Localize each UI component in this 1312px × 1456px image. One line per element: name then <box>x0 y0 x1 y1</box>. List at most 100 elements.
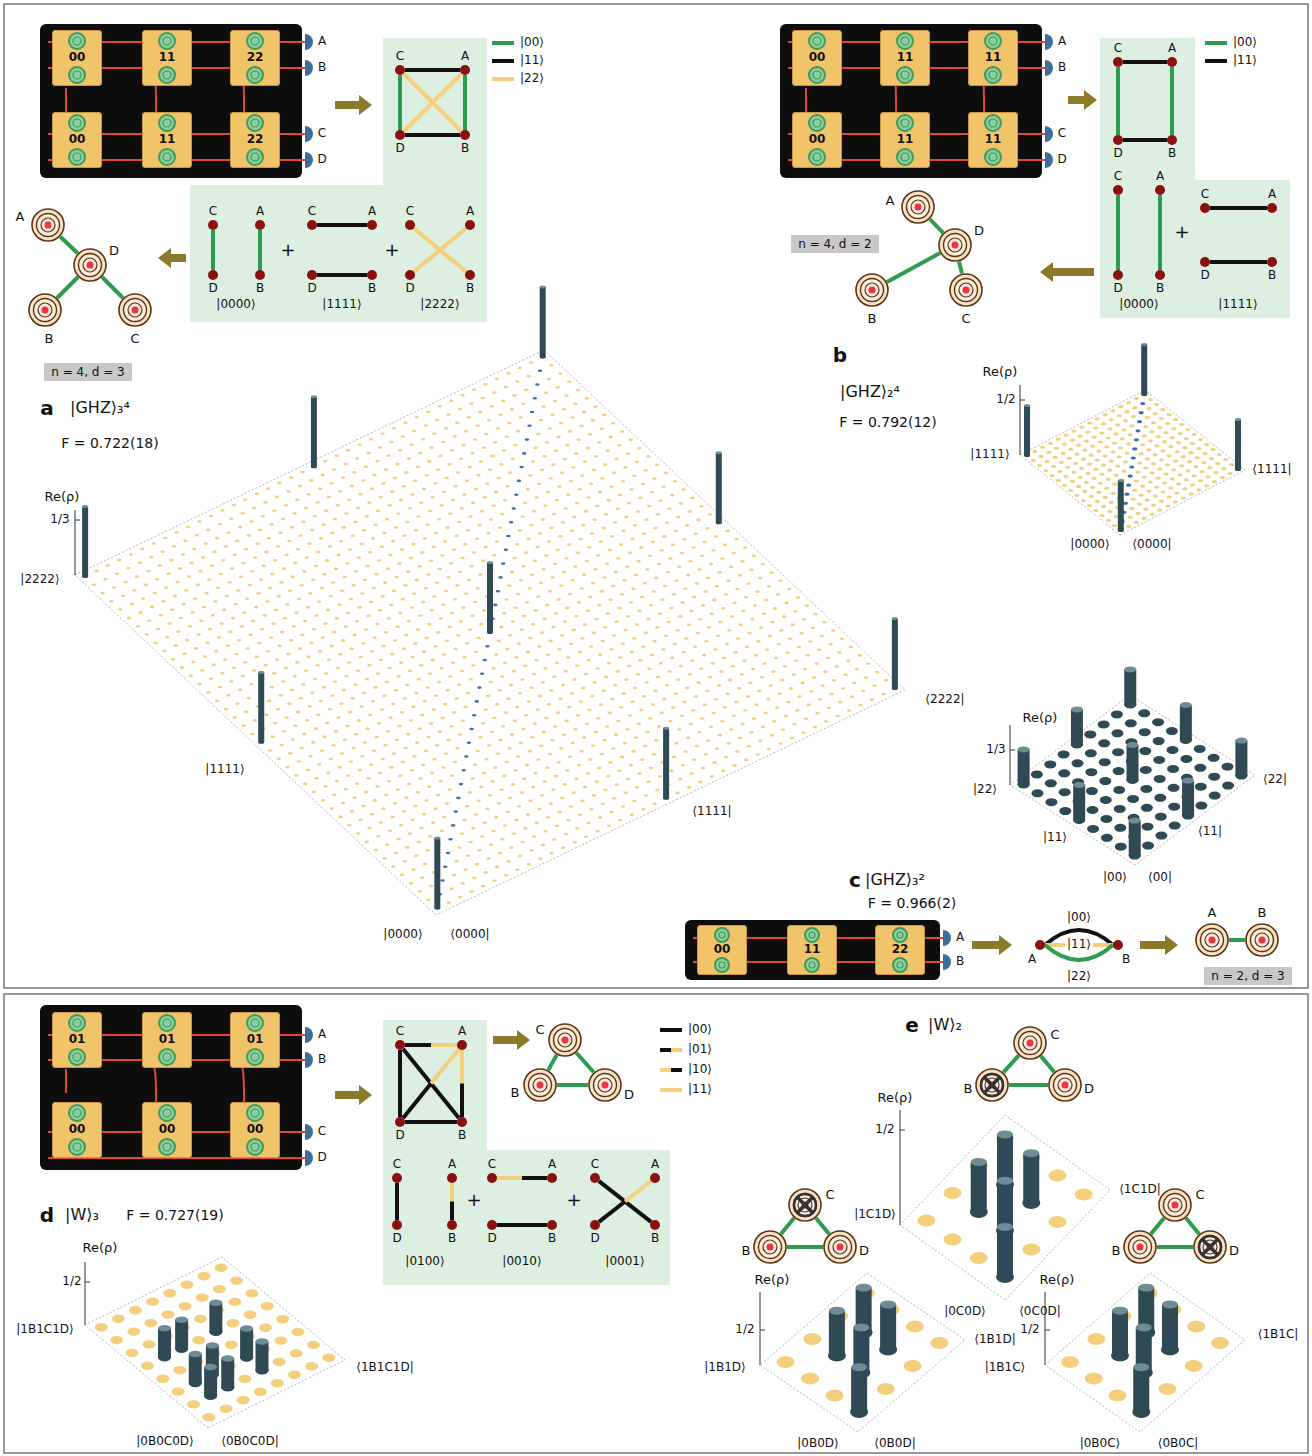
matrix-dot <box>358 443 362 446</box>
matrix-dot <box>473 601 477 604</box>
matrix-dot <box>457 846 461 849</box>
matrix-dot <box>1082 449 1087 452</box>
matrix-dot <box>523 827 527 830</box>
matrix-dot <box>152 542 156 545</box>
matrix-dot <box>619 706 623 709</box>
matrix-dot <box>1085 472 1090 475</box>
matrix-dot <box>1154 485 1159 488</box>
matrix-dot <box>1126 525 1131 528</box>
matrix-dot <box>740 673 744 676</box>
matrix-dot <box>310 529 314 532</box>
matrix-dot <box>388 554 392 557</box>
matrix-dot <box>700 717 704 720</box>
matrix-dot <box>419 501 423 504</box>
matrix-dot <box>582 574 586 577</box>
matrix-dot <box>271 736 275 739</box>
matrix-dot <box>617 769 621 772</box>
matrix-dot <box>533 722 537 725</box>
matrix-dot <box>314 614 318 617</box>
matrix-dot <box>478 736 482 739</box>
matrix-dot <box>300 471 304 474</box>
bar <box>663 728 669 798</box>
matrix-dot <box>218 686 222 689</box>
matrix-dot <box>1131 415 1136 418</box>
matrix-dot <box>776 593 780 596</box>
matrix-dot <box>584 510 588 513</box>
matrix-dot <box>520 516 524 519</box>
matrix-dot <box>232 504 236 507</box>
matrix-dot <box>689 723 693 726</box>
matrix-dot <box>543 830 547 833</box>
matrix-dot <box>518 529 522 532</box>
matrix-dot <box>644 794 648 797</box>
matrix-dot <box>322 686 326 689</box>
matrix-dot <box>431 821 435 824</box>
matrix-dot <box>267 700 271 703</box>
matrix-dot <box>117 559 121 562</box>
matrix-dot <box>208 628 212 631</box>
matrix-dot <box>285 554 289 557</box>
matrix-dot <box>303 620 307 623</box>
matrix-dot <box>749 568 753 571</box>
matrix-dot <box>597 441 601 444</box>
matrix-dot <box>738 737 742 740</box>
matrix-dot <box>775 706 779 709</box>
matrix-dot <box>601 689 605 692</box>
matrix-dot <box>718 621 722 624</box>
matrix-dot <box>571 466 575 469</box>
matrix-dot <box>1099 514 1104 517</box>
matrix-dot <box>820 635 824 638</box>
matrix-dot <box>679 502 683 505</box>
matrix-dot <box>1217 453 1222 456</box>
matrix-dot <box>393 477 397 480</box>
axis-tick <box>75 520 80 521</box>
matrix-dot <box>199 620 203 623</box>
matrix-dot <box>506 372 510 375</box>
matrix-dot <box>1146 407 1151 410</box>
matrix-dot <box>612 634 616 637</box>
bar-top <box>663 727 669 730</box>
matrix-dot <box>657 563 661 566</box>
matrix-dot <box>804 717 808 720</box>
matrix-dot <box>817 649 821 652</box>
matrix-dot <box>332 468 336 471</box>
matrix-dot <box>507 422 511 425</box>
matrix-dot <box>764 599 768 602</box>
matrix-dot <box>861 690 865 693</box>
matrix-dot <box>528 800 532 803</box>
matrix-dot <box>449 725 453 728</box>
matrix-dot <box>612 797 616 800</box>
matrix-dot <box>726 579 730 582</box>
matrix-dot <box>623 466 627 469</box>
matrix-dot <box>518 855 522 858</box>
matrix-dot <box>338 816 342 819</box>
matrix-dot <box>605 563 609 566</box>
matrix-dot <box>1128 433 1133 436</box>
matrix-dot <box>681 488 685 491</box>
matrix-dot <box>302 570 306 573</box>
matrix-dot <box>273 722 277 725</box>
matrix-dot <box>345 562 349 565</box>
matrix-dot <box>358 656 362 659</box>
matrix-dot <box>531 786 535 789</box>
matrix-dot <box>546 491 550 494</box>
matrix-dot <box>305 719 309 722</box>
flow-arrow <box>972 935 1012 955</box>
matrix-dot <box>546 816 550 819</box>
matrix-dot <box>423 863 427 866</box>
matrix-dot <box>478 573 482 576</box>
matrix-dot <box>1082 490 1087 493</box>
matrix-dot <box>354 733 358 736</box>
matrix-dot <box>333 681 337 684</box>
matrix-dot <box>392 752 396 755</box>
matrix-dot <box>178 567 182 570</box>
matrix-dot <box>690 497 694 500</box>
matrix-dot <box>253 556 257 559</box>
matrix-dot <box>355 783 359 786</box>
matrix-dot <box>399 824 403 827</box>
matrix-dot <box>506 535 510 538</box>
matrix-dot <box>757 690 761 693</box>
matrix-dot <box>521 565 525 568</box>
matrix-dot <box>324 510 328 513</box>
matrix-dot <box>445 639 449 642</box>
